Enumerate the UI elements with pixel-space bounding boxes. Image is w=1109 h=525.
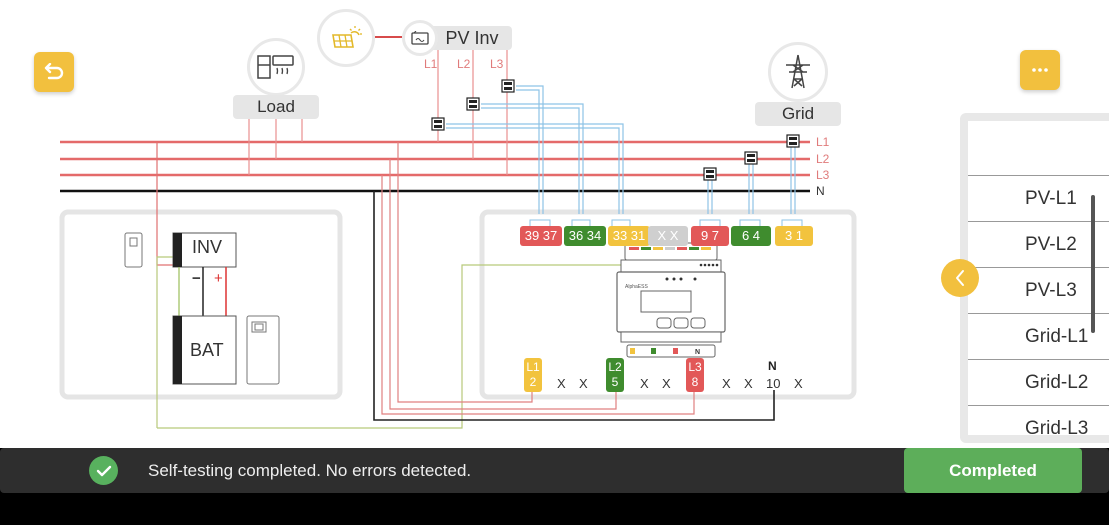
list-scrollbar[interactable]	[1091, 195, 1095, 333]
ct-clamp-icon	[501, 79, 515, 93]
list-item-pv-l2[interactable]: PV-L2	[968, 222, 1109, 268]
ellipsis-icon	[1032, 68, 1048, 72]
terminal-x: X	[662, 376, 671, 391]
undo-arrow-icon	[44, 63, 64, 80]
list-item-grid-l3[interactable]: Grid-L3	[968, 406, 1109, 435]
terminal-x: X	[794, 376, 803, 391]
pv-l3-label: L3	[490, 57, 504, 71]
pv-l2-label: L2	[457, 57, 471, 71]
inverter-box	[172, 232, 237, 268]
battery-device-icon	[246, 315, 280, 385]
list-item-grid-l2[interactable]: Grid-L2	[968, 360, 1109, 406]
grid-l1-label: L1	[816, 135, 830, 149]
terminal-l2-5: L2 5	[606, 358, 624, 392]
success-check-icon	[89, 456, 118, 485]
ct-clamp-icon	[744, 151, 758, 165]
channel-side-panel: PV-L1 PV-L2 PV-L3 Grid-L1 Grid-L2 Grid-L…	[960, 113, 1109, 443]
terminal-phase: L2	[608, 360, 622, 374]
load-drops	[248, 118, 303, 175]
collapse-panel-button[interactable]	[941, 259, 979, 297]
grid-l3-label: L3	[816, 168, 830, 182]
grid-ct-wires	[707, 147, 796, 214]
more-options-button[interactable]	[1020, 50, 1060, 90]
battery-label: BAT	[190, 340, 224, 360]
terminal-33-31: 33 31	[608, 226, 650, 246]
back-button[interactable]	[34, 52, 74, 92]
inverter-feed	[156, 142, 665, 429]
terminal-x: X	[722, 376, 731, 391]
terminal-x: X	[744, 376, 753, 391]
pv-ct-wires	[446, 85, 624, 214]
list-item-pv-l3[interactable]: PV-L3	[968, 268, 1109, 314]
completed-button[interactable]: Completed	[904, 448, 1082, 493]
grid-l2-label: L2	[816, 152, 830, 166]
terminal-phase: L3	[688, 360, 702, 374]
neutral-terminal-number: 10	[766, 376, 781, 391]
inverter-device-icon	[124, 232, 143, 268]
grid-label: Grid	[755, 102, 841, 126]
terminal-phase: L1	[526, 360, 540, 374]
neutral-label: N	[768, 359, 777, 373]
app-screen: N AlphaESS Load	[0, 0, 1109, 448]
solar-panel-icon	[332, 26, 362, 48]
load-node[interactable]	[247, 38, 305, 96]
grid-n-label: N	[816, 184, 825, 198]
energy-meter-device: N AlphaESS	[616, 242, 726, 358]
chevron-left-icon	[956, 270, 964, 286]
meter-voltage-feeds	[373, 142, 775, 421]
terminal-number: 2	[529, 375, 537, 389]
terminal-39-37: 39 37	[520, 226, 562, 246]
svg-text:AlphaESS: AlphaESS	[625, 284, 648, 290]
terminal-number: 5	[611, 375, 619, 389]
terminal-x: X	[640, 376, 649, 391]
terminal-x: X	[579, 376, 588, 391]
ct-clamp-icon	[786, 134, 800, 148]
terminal-36-34: 36 34	[564, 226, 606, 246]
power-tower-icon	[786, 54, 810, 89]
ct-clamps	[431, 79, 800, 181]
terminal-3-1: 3 1	[775, 226, 813, 246]
ct-clamp-icon	[703, 167, 717, 181]
svg-text:N: N	[695, 349, 700, 356]
appliances-icon	[257, 55, 294, 79]
terminal-6-4: 6 4	[731, 226, 771, 246]
ct-clamp-icon	[431, 117, 445, 131]
list-item-pv-l1[interactable]: PV-L1	[968, 176, 1109, 222]
ct-clamp-icon	[466, 97, 480, 111]
terminal-9-7: 9 7	[691, 226, 729, 246]
pv-inverter-node[interactable]	[402, 20, 438, 56]
channel-list[interactable]: PV-L1 PV-L2 PV-L3 Grid-L1 Grid-L2 Grid-L…	[968, 121, 1109, 435]
pv-inverter-icon	[411, 31, 429, 45]
battery-minus-label: −	[192, 270, 201, 287]
terminal-xx: X X	[648, 226, 688, 246]
bus-lines	[60, 140, 810, 193]
inverter-label: INV	[192, 237, 223, 257]
list-header-row	[968, 121, 1109, 176]
solar-node[interactable]	[317, 9, 375, 67]
terminal-number: 8	[691, 375, 699, 389]
terminal-l1-2: L1 2	[524, 358, 542, 392]
wiring-diagram: N AlphaESS	[59, 36, 857, 429]
list-item-grid-l1[interactable]: Grid-L1	[968, 314, 1109, 360]
terminal-l3-8: L3 8	[686, 358, 704, 392]
load-label: Load	[233, 95, 319, 119]
grid-node[interactable]	[768, 42, 828, 102]
terminal-x: X	[557, 376, 566, 391]
top-terminal-brackets	[529, 219, 803, 226]
inverter-battery-block	[124, 232, 280, 385]
battery-plus-label: +	[214, 270, 223, 287]
pv-l1-label: L1	[424, 57, 438, 71]
status-message: Self-testing completed. No errors detect…	[148, 461, 472, 480]
